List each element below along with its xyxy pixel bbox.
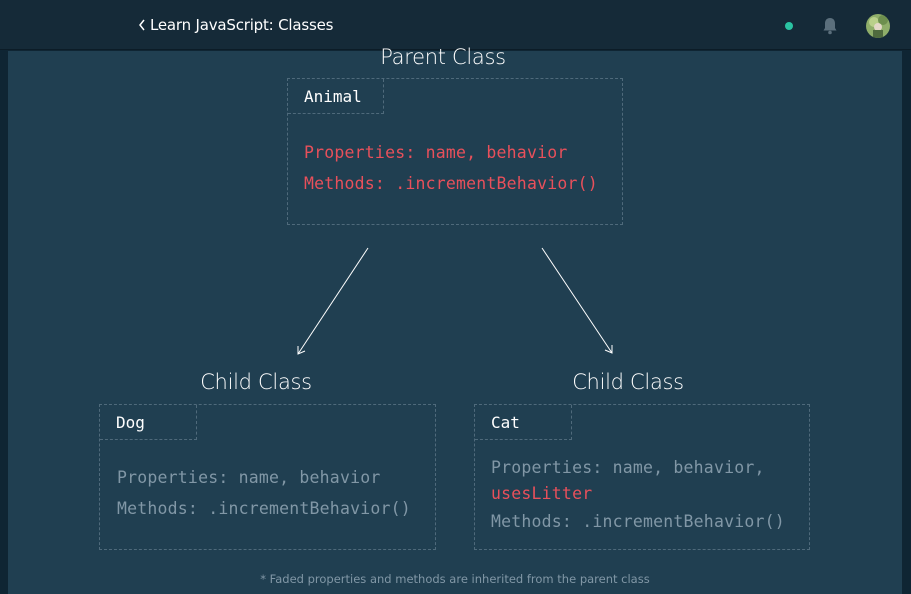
class-name-tab: Animal xyxy=(288,79,384,114)
back-link[interactable]: Learn JavaScript: Classes xyxy=(136,14,333,36)
dog-properties: Properties: name, behavior xyxy=(117,468,381,487)
parent-properties: Properties: name, behavior xyxy=(304,143,568,162)
dog-methods: Methods: .incrementBehavior() xyxy=(117,499,411,518)
footnote: * Faded properties and methods are inher… xyxy=(260,572,650,586)
cat-properties-extra: usesLitter xyxy=(491,484,593,503)
status-indicator xyxy=(785,22,793,30)
chevron-left-icon xyxy=(139,19,145,31)
parent-class-heading: Parent Class xyxy=(380,45,506,69)
parent-class-box: Animal Properties: name, behavior Method… xyxy=(287,78,623,225)
top-bar: Learn JavaScript: Classes xyxy=(0,0,911,50)
parent-methods: Methods: .incrementBehavior() xyxy=(304,174,598,193)
child-class-box-cat: Cat Properties: name, behavior, usesLitt… xyxy=(474,404,810,550)
diagram-canvas xyxy=(8,51,902,594)
child-class-heading-dog: Child Class xyxy=(200,370,312,394)
class-name-tab: Dog xyxy=(100,405,197,440)
lesson-title: Learn JavaScript: Classes xyxy=(150,16,334,34)
class-name-tab: Cat xyxy=(475,405,572,440)
avatar[interactable] xyxy=(866,14,890,38)
child-class-box-dog: Dog Properties: name, behavior Methods: … xyxy=(99,404,436,550)
cat-properties: Properties: name, behavior, xyxy=(491,458,765,477)
cat-methods: Methods: .incrementBehavior() xyxy=(491,512,785,531)
bell-icon[interactable] xyxy=(820,16,840,36)
child-class-heading-cat: Child Class xyxy=(572,370,684,394)
